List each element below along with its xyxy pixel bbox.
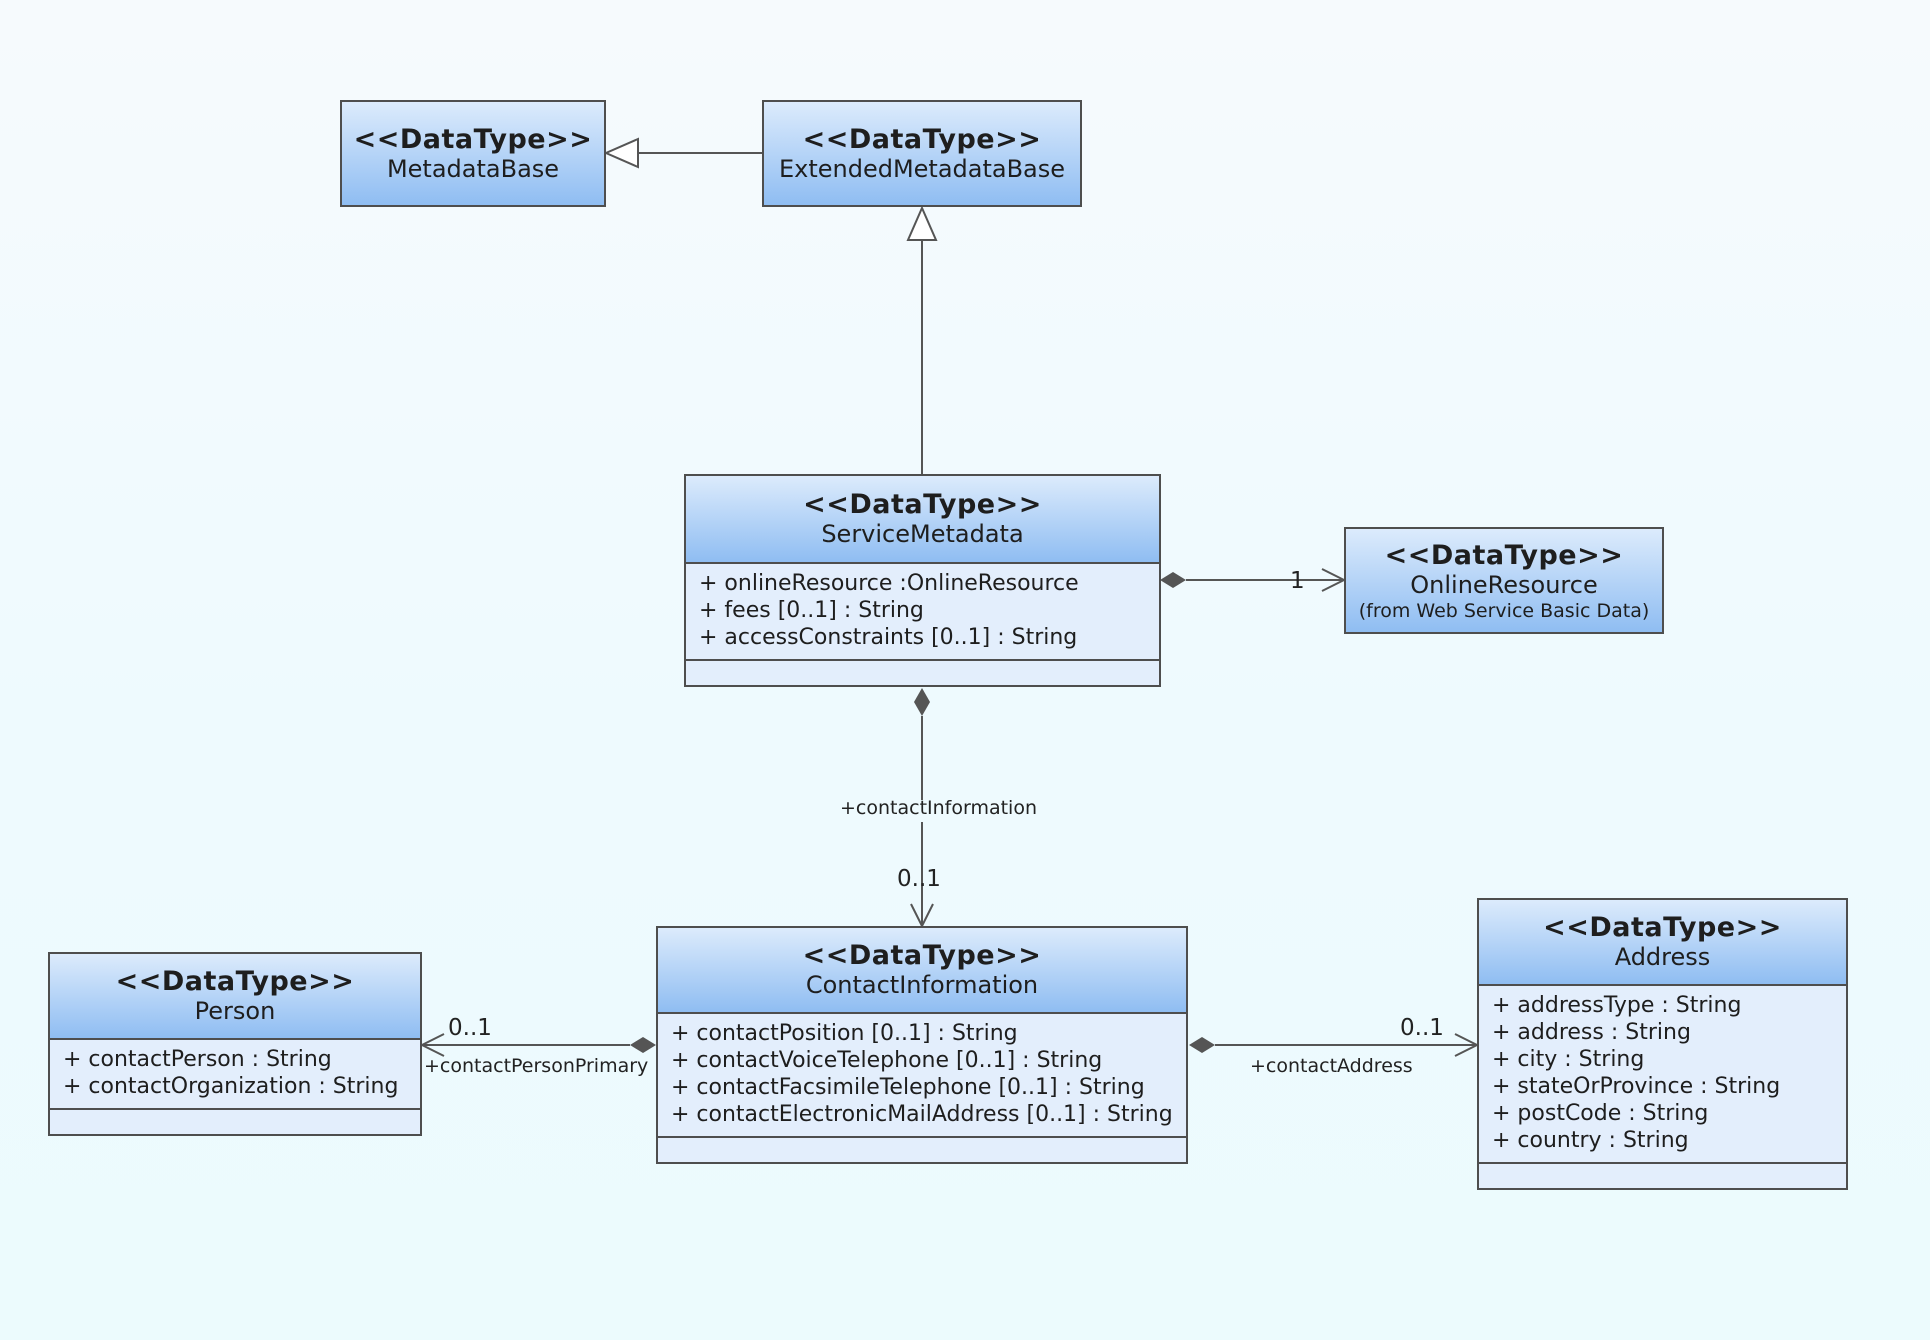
stereotype-label: <<DataType>> xyxy=(1543,912,1782,943)
class-extendedmetadatabase[interactable]: <<DataType>> ExtendedMetadataBase xyxy=(762,100,1082,207)
class-header: <<DataType>> ContactInformation xyxy=(658,928,1186,1014)
stereotype-label: <<DataType>> xyxy=(803,489,1042,520)
class-name: MetadataBase xyxy=(386,154,560,183)
contact-person-multiplicity: 0..1 xyxy=(448,1015,492,1041)
attributes-compartment: + addressType : String + address : Strin… xyxy=(1479,986,1846,1164)
operations-compartment xyxy=(1479,1164,1846,1188)
class-name: Person xyxy=(194,997,276,1025)
class-contactinformation[interactable]: <<DataType>> ContactInformation + contac… xyxy=(656,926,1188,1164)
stereotype-label: <<DataType>> xyxy=(1384,539,1624,571)
stereotype-label: <<DataType>> xyxy=(802,123,1042,155)
stereotype-label: <<DataType>> xyxy=(115,966,355,997)
class-person[interactable]: <<DataType>> Person + contactPerson : St… xyxy=(48,952,422,1136)
class-header: <<DataType>> ExtendedMetadataBase xyxy=(764,102,1080,205)
contact-address-role-label: +contactAddress xyxy=(1250,1055,1413,1077)
stereotype-label: <<DataType>> xyxy=(802,940,1042,971)
class-name: OnlineResource xyxy=(1410,570,1598,599)
class-name: ExtendedMetadataBase xyxy=(778,154,1066,183)
attribute-row: + address : String xyxy=(1492,1020,1691,1045)
contact-information-multiplicity: 0..1 xyxy=(897,866,941,892)
class-onlineresource[interactable]: <<DataType>> OnlineResource (from Web Se… xyxy=(1344,527,1664,634)
class-name: ServiceMetadata xyxy=(821,520,1024,548)
attribute-row: + contactElectronicMailAddress [0..1] : … xyxy=(671,1102,1173,1127)
class-header: <<DataType>> MetadataBase xyxy=(342,102,604,205)
contact-information-role-label: +contactInformation xyxy=(840,797,1038,819)
contact-address-multiplicity: 0..1 xyxy=(1400,1015,1444,1041)
stereotype-label: <<DataType>> xyxy=(353,123,593,155)
attribute-row: + contactOrganization : String xyxy=(63,1074,399,1099)
class-header: <<DataType>> Address xyxy=(1479,900,1846,986)
attribute-row: + accessConstraints [0..1] : String xyxy=(699,625,1078,650)
attribute-row: + country : String xyxy=(1492,1128,1689,1153)
contact-person-role-label: +contactPersonPrimary xyxy=(424,1055,649,1077)
association-contact-person xyxy=(419,1033,656,1057)
class-header: <<DataType>> OnlineResource (from Web Se… xyxy=(1346,529,1662,632)
attribute-row: + addressType : String xyxy=(1492,993,1742,1018)
class-address[interactable]: <<DataType>> Address + addressType : Str… xyxy=(1477,898,1848,1190)
class-name: Address xyxy=(1614,943,1711,971)
class-servicemetadata[interactable]: <<DataType>> ServiceMetadata + onlineRes… xyxy=(684,474,1161,687)
attribute-row: + fees [0..1] : String xyxy=(699,598,924,623)
online-resource-multiplicity: 1 xyxy=(1290,568,1305,594)
class-header: <<DataType>> ServiceMetadata xyxy=(686,476,1159,564)
class-name: ContactInformation xyxy=(805,971,1039,999)
attribute-row: + contactPosition [0..1] : String xyxy=(671,1021,1018,1046)
attribute-row: + contactFacsimileTelephone [0..1] : Str… xyxy=(671,1075,1145,1100)
class-header: <<DataType>> Person xyxy=(50,954,420,1040)
attribute-row: + city : String xyxy=(1492,1047,1645,1072)
operations-compartment xyxy=(686,661,1159,685)
attribute-row: + contactVoiceTelephone [0..1] : String xyxy=(671,1048,1103,1073)
class-metadatabase[interactable]: <<DataType>> MetadataBase xyxy=(340,100,606,207)
package-note: (from Web Service Basic Data) xyxy=(1358,599,1650,622)
generalization-extended-to-metadatabase xyxy=(603,137,762,169)
attribute-row: + onlineResource :OnlineResource xyxy=(699,571,1079,596)
operations-compartment xyxy=(658,1138,1186,1162)
attribute-row: + stateOrProvince : String xyxy=(1492,1074,1781,1099)
attributes-compartment: + contactPerson : String + contactOrgani… xyxy=(50,1040,420,1110)
attributes-compartment: + onlineResource :OnlineResource + fees … xyxy=(686,564,1159,661)
generalization-service-to-extended xyxy=(906,205,938,475)
attribute-row: + contactPerson : String xyxy=(63,1047,332,1072)
attribute-row: + postCode : String xyxy=(1492,1101,1709,1126)
attributes-compartment: + contactPosition [0..1] : String + cont… xyxy=(658,1014,1186,1138)
operations-compartment xyxy=(50,1110,420,1134)
association-online-resource xyxy=(1160,568,1347,592)
